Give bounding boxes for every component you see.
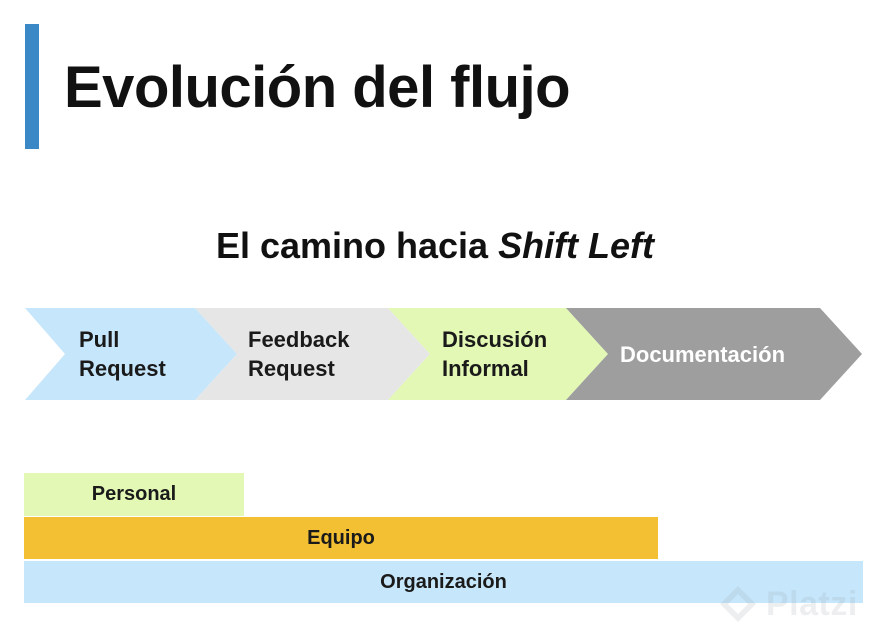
- subtitle-plain: El camino hacia: [215, 225, 499, 266]
- watermark-text: Platzi: [766, 584, 858, 623]
- step-documentacion-label: Documentación: [620, 342, 786, 367]
- subtitle: El camino hacia Shift Left: [0, 224, 870, 268]
- step-discusion-informal-label: Discusión Informal: [442, 327, 548, 381]
- step-pull-request-shape: [25, 308, 237, 400]
- step-feedback-request-label: Feedback Request: [248, 327, 350, 381]
- title-accent-bar: [25, 24, 39, 149]
- step-discusion-informal-shape: [388, 308, 608, 400]
- scope-equipo-bar: Equipo: [24, 517, 658, 559]
- step-pull-request-label: Pull Request: [79, 327, 166, 381]
- subtitle-emphasis: Shift Left: [498, 225, 655, 266]
- scope-organizacion-label: Organización: [380, 570, 507, 593]
- platzi-logo-icon: [720, 586, 756, 622]
- step-documentacion-shape: [566, 308, 862, 400]
- scope-personal-label: Personal: [91, 483, 177, 505]
- scope-personal-bar: Personal: [24, 473, 244, 516]
- platzi-watermark: Platzi: [718, 584, 858, 624]
- scope-equipo-label: Equipo: [307, 526, 375, 549]
- step-feedback-request-shape: [195, 308, 430, 400]
- scope-organizacion-bar: Organización: [24, 561, 863, 603]
- page-title: Evolución del flujo: [64, 55, 571, 120]
